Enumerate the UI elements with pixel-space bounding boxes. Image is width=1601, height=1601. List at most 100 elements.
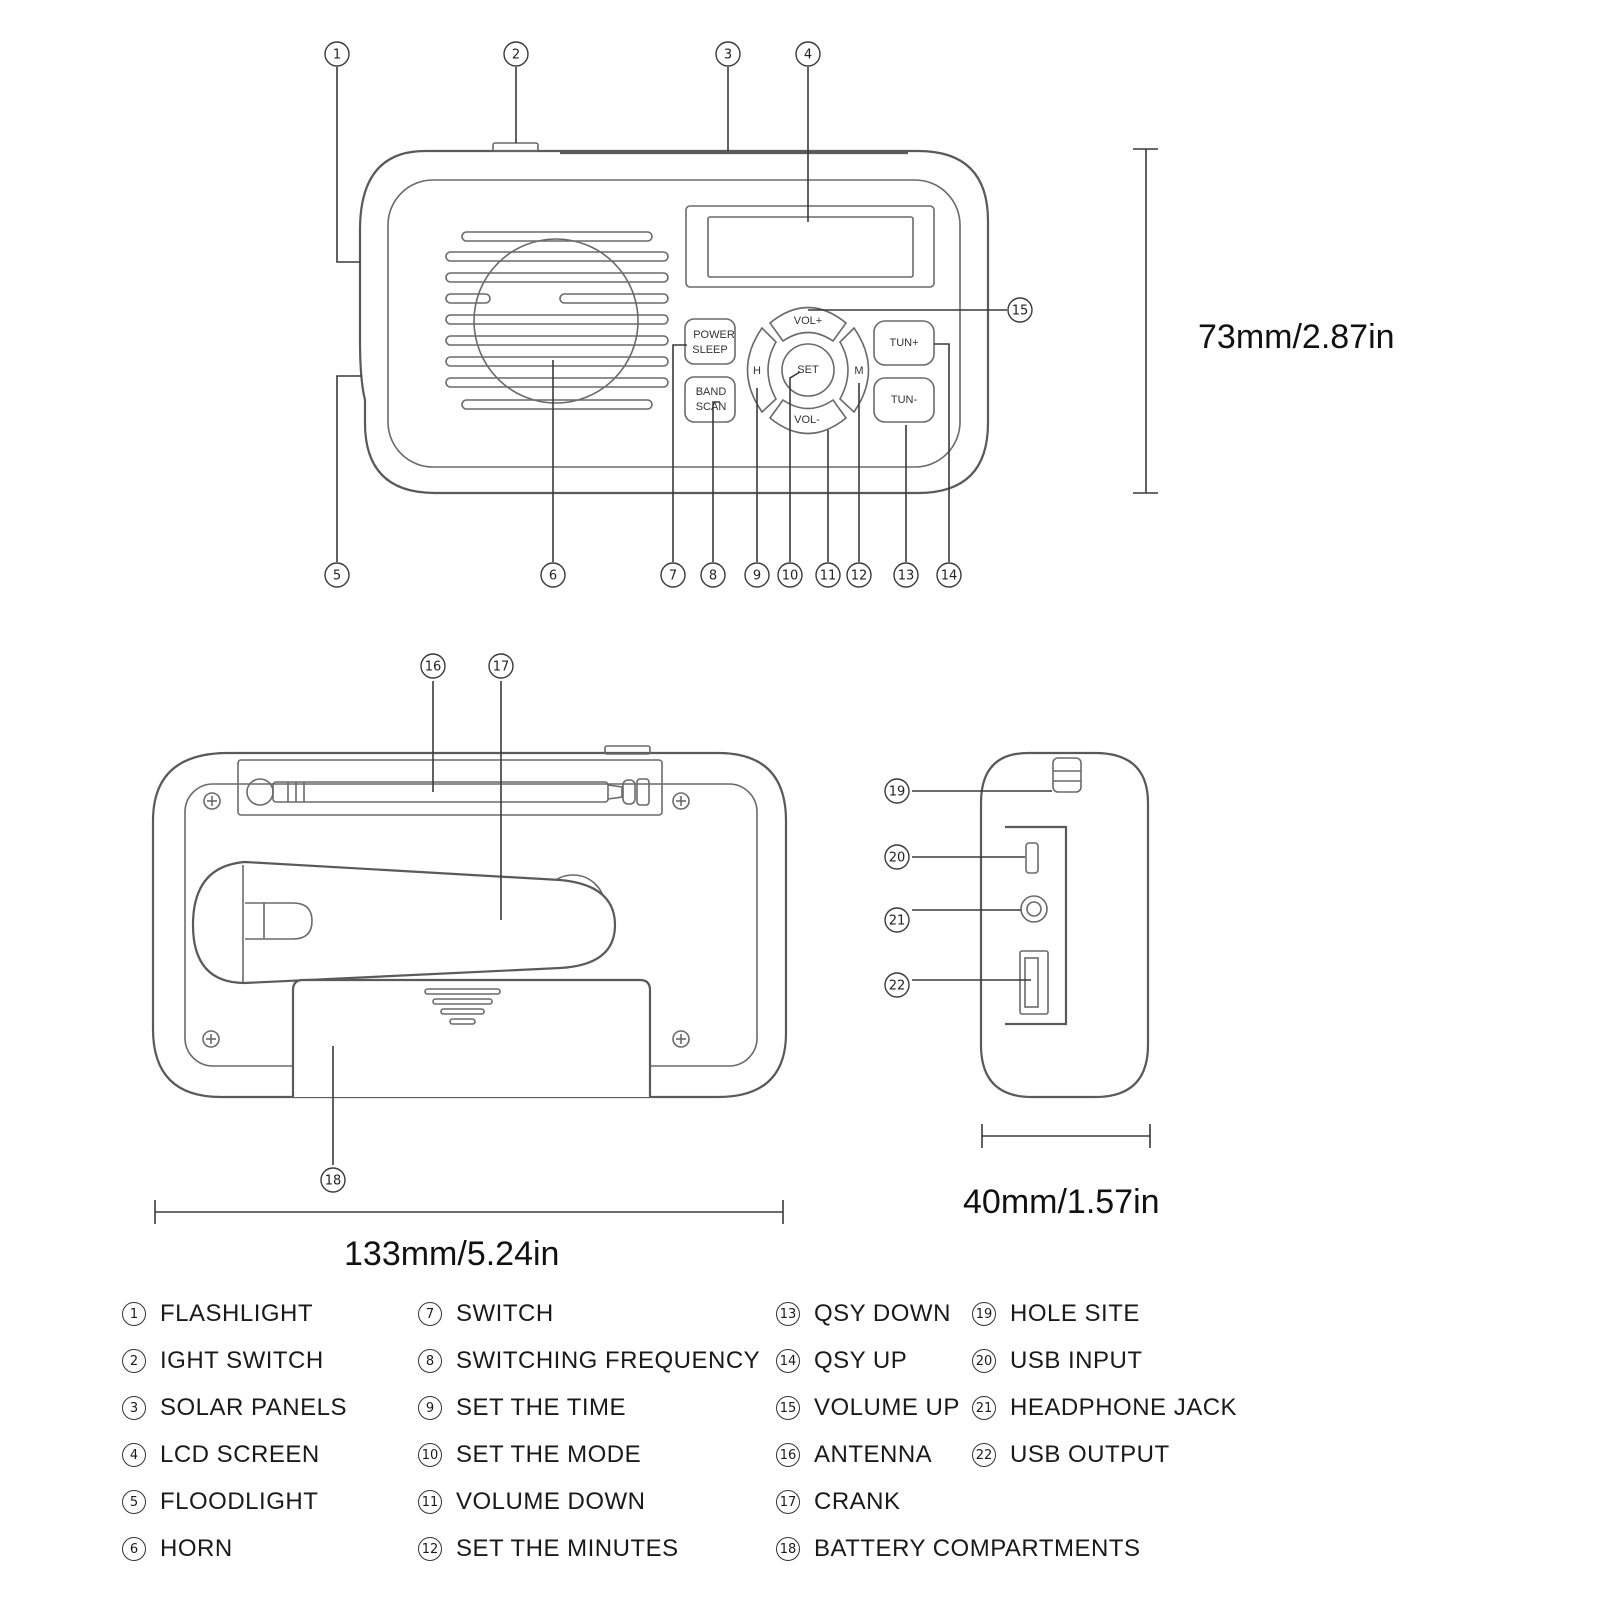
- callout-number: 3: [724, 48, 732, 63]
- legend-number: 10: [418, 1442, 442, 1467]
- legend-label: QSY UP: [814, 1346, 908, 1374]
- callout-circle: [936, 562, 962, 588]
- m-label: M: [854, 365, 863, 377]
- callout-circle: [884, 778, 910, 804]
- legend-number: 7: [418, 1301, 442, 1326]
- callout-14: 14: [936, 562, 962, 588]
- lcd-screen-frame: [685, 205, 935, 288]
- vol-down-label: VOL-: [794, 414, 820, 426]
- callout-circle: [324, 562, 350, 588]
- callout-number: 5: [333, 569, 341, 584]
- back-leader-lines: [332, 681, 502, 1165]
- callout-circle: [503, 41, 529, 67]
- callout-number: 2: [512, 48, 520, 63]
- vol-up-button[interactable]: [768, 306, 848, 343]
- legend-number: 4: [122, 1442, 146, 1467]
- callout-number: 19: [889, 785, 906, 800]
- callout-number: 17: [493, 660, 510, 675]
- legend-number: 3: [122, 1395, 146, 1420]
- legend-number: 21: [972, 1395, 996, 1420]
- callout-circle: [744, 562, 770, 588]
- crank: [191, 860, 617, 985]
- callout-10: 10: [777, 562, 803, 588]
- tun-down-button[interactable]: [873, 377, 935, 423]
- front-view: POWER SLEEP BAND SCAN VOL+ VOL- H M SET …: [336, 67, 1158, 562]
- legend-label: HORN: [160, 1534, 233, 1562]
- legend-label: SET THE MODE: [456, 1440, 642, 1468]
- legend-label: ANTENNA: [814, 1440, 933, 1468]
- callout-circle: [320, 1167, 346, 1193]
- callout-circle: [715, 41, 741, 67]
- legend-number: 12: [418, 1536, 442, 1561]
- legend-label: BATTERY COMPARTMENTS: [814, 1534, 1141, 1562]
- callout-21: 21: [884, 907, 910, 933]
- legend-item: 10 SET THE MODE: [418, 1431, 760, 1478]
- callout-circle: [884, 907, 910, 933]
- legend-number: 22: [972, 1442, 996, 1467]
- legend-label: USB OUTPUT: [1010, 1440, 1170, 1468]
- legend-label: FLASHLIGHT: [160, 1299, 314, 1327]
- legend-label: LCD SCREEN: [160, 1440, 320, 1468]
- m-button[interactable]: [838, 326, 870, 414]
- callout-number: 14: [941, 569, 958, 584]
- legend-label: HOLE SITE: [1010, 1299, 1140, 1327]
- h-button[interactable]: [746, 326, 778, 414]
- set-label: SET: [797, 364, 819, 376]
- side-leader-lines: [912, 790, 1052, 981]
- legend-number: 18: [776, 1536, 800, 1561]
- callout-19: 19: [884, 778, 910, 804]
- legend-number: 19: [972, 1301, 996, 1326]
- callout-circle: [540, 562, 566, 588]
- callout-1: 1: [324, 41, 350, 67]
- legend-label: SWITCH: [456, 1299, 554, 1327]
- callout-number: 22: [889, 979, 906, 994]
- callout-number: 18: [325, 1174, 342, 1189]
- callout-circle: [846, 562, 872, 588]
- callout-number: 16: [425, 660, 442, 675]
- vol-down-button[interactable]: [768, 398, 848, 435]
- legend-label: SET THE MINUTES: [456, 1534, 679, 1562]
- front-body-outline: [358, 149, 990, 495]
- callout-number: 15: [1012, 304, 1029, 319]
- callout-16: 16: [420, 653, 446, 679]
- legend-item: 6 HORN: [122, 1525, 347, 1572]
- callout-20: 20: [884, 844, 910, 870]
- back-view: [151, 681, 788, 1224]
- tun-down-label: TUN-: [891, 394, 918, 406]
- legend-label: IGHT SWITCH: [160, 1346, 324, 1374]
- legend-number: 6: [122, 1536, 146, 1561]
- speaker-cone: [473, 238, 639, 404]
- legend-item: 7 SWITCH: [418, 1290, 760, 1337]
- callout-11: 11: [815, 562, 841, 588]
- callout-number: 1: [333, 48, 341, 63]
- callout-number: 4: [804, 48, 812, 63]
- power-sleep-button[interactable]: [684, 318, 736, 365]
- callout-4: 4: [795, 41, 821, 67]
- legend-label: CRANK: [814, 1487, 901, 1515]
- callout-13: 13: [893, 562, 919, 588]
- front-inner-panel: [387, 179, 961, 468]
- legend-number: 15: [776, 1395, 800, 1420]
- height-dimension-label: 73mm/2.87in: [1198, 318, 1395, 356]
- set-button[interactable]: [781, 343, 835, 397]
- legend-label: USB INPUT: [1010, 1346, 1143, 1374]
- callout-circle: [700, 562, 726, 588]
- light-switch-nub: [492, 142, 539, 152]
- callout-number: 10: [782, 569, 799, 584]
- band-scan-button[interactable]: [684, 376, 736, 423]
- legend-label: SWITCHING FREQUENCY: [456, 1346, 761, 1374]
- legend-number: 13: [776, 1301, 800, 1326]
- callout-number: 8: [709, 569, 717, 584]
- legend-item: 20 USB INPUT: [972, 1337, 1237, 1384]
- legend-number: 2: [122, 1348, 146, 1373]
- usb-input-port: [1025, 842, 1039, 874]
- tun-up-button[interactable]: [873, 320, 935, 366]
- legend-number: 20: [972, 1348, 996, 1373]
